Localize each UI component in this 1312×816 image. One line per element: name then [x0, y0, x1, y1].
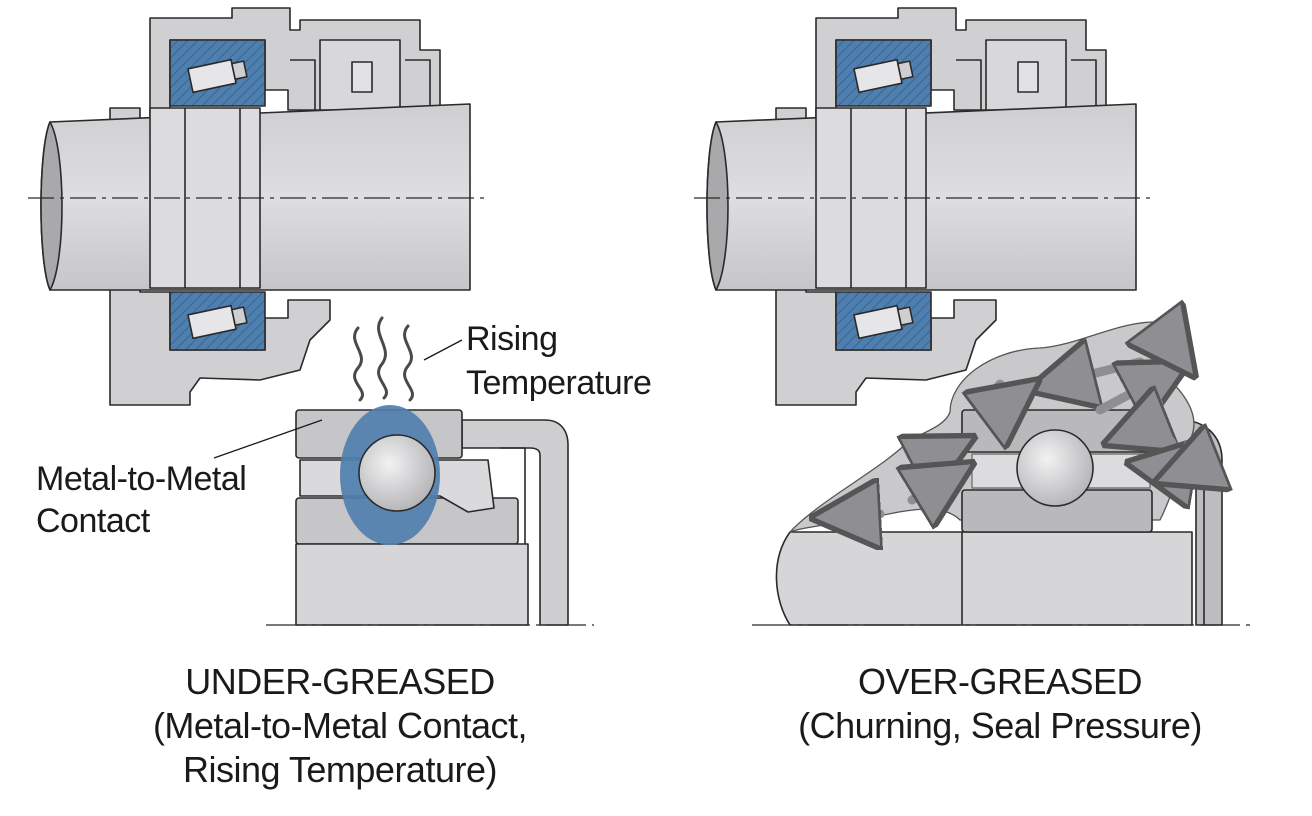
- right-roller-bottom: [853, 304, 914, 340]
- right-ball: [1016, 429, 1094, 507]
- contact-label-line-2: Contact: [36, 502, 151, 540]
- left-ball: [358, 434, 436, 512]
- rising-label-line-2: Temperature: [466, 364, 651, 402]
- over-greased-subtitle: (Churning, Seal Pressure): [798, 705, 1202, 746]
- left-roller-top: [187, 58, 248, 94]
- right-housing-slot-inner: [1017, 61, 1039, 93]
- right-shaft-section: [775, 531, 1193, 626]
- left-roller-bottom: [187, 304, 248, 340]
- churning-arrows: [845, 330, 1195, 516]
- metal-contact-label: Metal-to-Metal Contact: [36, 460, 255, 540]
- rising-label-line-1: Rising: [466, 320, 557, 358]
- right-housing-detail: [956, 59, 1097, 110]
- arrow-10: [1186, 445, 1195, 470]
- under-greased-title: UNDER-GREASED: [185, 661, 495, 702]
- left-housing-detail: [290, 59, 431, 110]
- rising-leader-line: [423, 339, 463, 361]
- contact-leader-line: [213, 419, 323, 459]
- rising-temperature-label: Rising Temperature: [466, 320, 651, 402]
- left-housing-slot-inner: [351, 61, 373, 93]
- arrow-3: [1135, 383, 1159, 432]
- left-shaft-end: [40, 121, 63, 291]
- right-roller-top: [853, 58, 914, 94]
- contact-label-line-1: Metal-to-Metal: [36, 460, 246, 498]
- over-greased-title: OVER-GREASED: [857, 661, 1143, 702]
- heat-wave-icon: [353, 316, 414, 402]
- left-housing-assembly: [40, 7, 471, 406]
- arrow-5: [1160, 330, 1175, 350]
- arrow-9: [845, 514, 885, 516]
- under-greased-subtitle-1: (Metal-to-Metal Contact,: [152, 705, 528, 746]
- left-shaft-section: [295, 543, 529, 626]
- right-shaft-end: [706, 121, 729, 291]
- left-ball-bearing-detail: [295, 405, 569, 626]
- arrow-4: [997, 384, 1012, 402]
- under-greased-subtitle-2: Rising Temperature): [183, 749, 497, 790]
- under-greased-caption: UNDER-GREASED (Metal-to-Metal Contact, R…: [110, 660, 570, 792]
- arrow-8: [912, 480, 945, 500]
- over-greased-caption: OVER-GREASED (Churning, Seal Pressure): [760, 660, 1240, 748]
